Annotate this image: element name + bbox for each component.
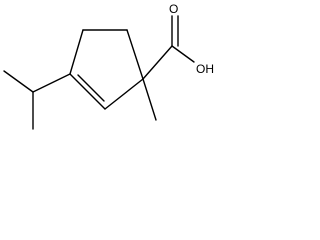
bond-ring-double-outer xyxy=(69,73,106,110)
structure-diagram: O OH xyxy=(3,2,214,130)
bond-ring-to-isopropyl xyxy=(32,73,71,93)
bond-isopropyl-methyl-upper xyxy=(3,70,34,93)
carboxyl-group: O OH xyxy=(169,2,214,76)
bond-ring-bottom xyxy=(104,78,144,110)
bond-ring-to-carboxyl xyxy=(142,45,173,80)
isopropyl-group xyxy=(3,70,71,130)
quaternary-substituents xyxy=(142,45,173,121)
bond-ring-left xyxy=(69,29,84,75)
cyclopentene-ring xyxy=(69,29,144,110)
hydroxyl-label: OH xyxy=(196,62,214,76)
bond-ring-double-inner xyxy=(77,74,105,102)
bond-methyl xyxy=(142,78,157,121)
bond-carboxyl-oh xyxy=(171,45,195,63)
carbonyl-oxygen-label: O xyxy=(169,2,178,16)
bond-ring-right xyxy=(126,29,144,80)
